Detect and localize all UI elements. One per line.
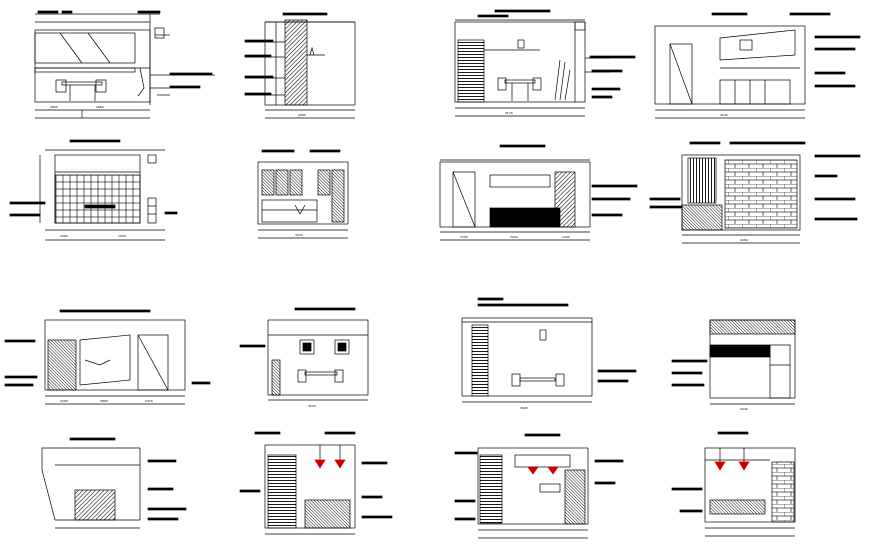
svg-text:4170: 4170 xyxy=(505,111,513,115)
svg-text:2800: 2800 xyxy=(100,399,108,403)
elevation-view-4: 4540 xyxy=(654,12,861,119)
elevation-view-9: 2200 2800 2470 xyxy=(4,309,211,405)
svg-text:2470: 2470 xyxy=(145,399,153,403)
svg-text:2820: 2820 xyxy=(50,105,58,109)
svg-text:4460: 4460 xyxy=(740,238,748,242)
svg-text:2000: 2000 xyxy=(60,234,68,238)
svg-text:1500: 1500 xyxy=(460,235,468,239)
elevation-view-10: 3220 xyxy=(239,307,369,408)
svg-text:2200: 2200 xyxy=(510,235,518,239)
svg-text:4280: 4280 xyxy=(298,113,306,117)
elevation-view-8: 4460 xyxy=(649,141,861,244)
svg-text:2200: 2200 xyxy=(60,399,68,403)
elevation-view-14 xyxy=(239,431,393,535)
elevation-view-11: 3600 xyxy=(461,297,637,410)
elevation-view-15 xyxy=(454,433,624,539)
elevation-view-16 xyxy=(671,431,796,537)
svg-text:1500: 1500 xyxy=(118,234,126,238)
elevation-view-13 xyxy=(41,437,187,529)
elevation-view-6: 3320 xyxy=(257,149,349,239)
elevation-view-1: 2820 1860 xyxy=(34,10,215,119)
elevation-view-12: 2440 xyxy=(671,319,796,411)
svg-text:4540: 4540 xyxy=(720,113,728,117)
svg-text:1860: 1860 xyxy=(96,105,104,109)
elevation-view-3: 4170 xyxy=(454,9,636,117)
elevation-view-2: 4280 xyxy=(244,12,356,119)
svg-text:3320: 3320 xyxy=(295,233,303,237)
svg-text:3600: 3600 xyxy=(520,406,528,410)
elevation-view-5: 2000 1500 xyxy=(9,139,178,241)
svg-text:1200: 1200 xyxy=(562,235,570,239)
elevation-view-7: 1500 2200 1200 xyxy=(439,144,638,241)
svg-text:3220: 3220 xyxy=(308,404,316,408)
svg-text:2440: 2440 xyxy=(740,407,748,411)
